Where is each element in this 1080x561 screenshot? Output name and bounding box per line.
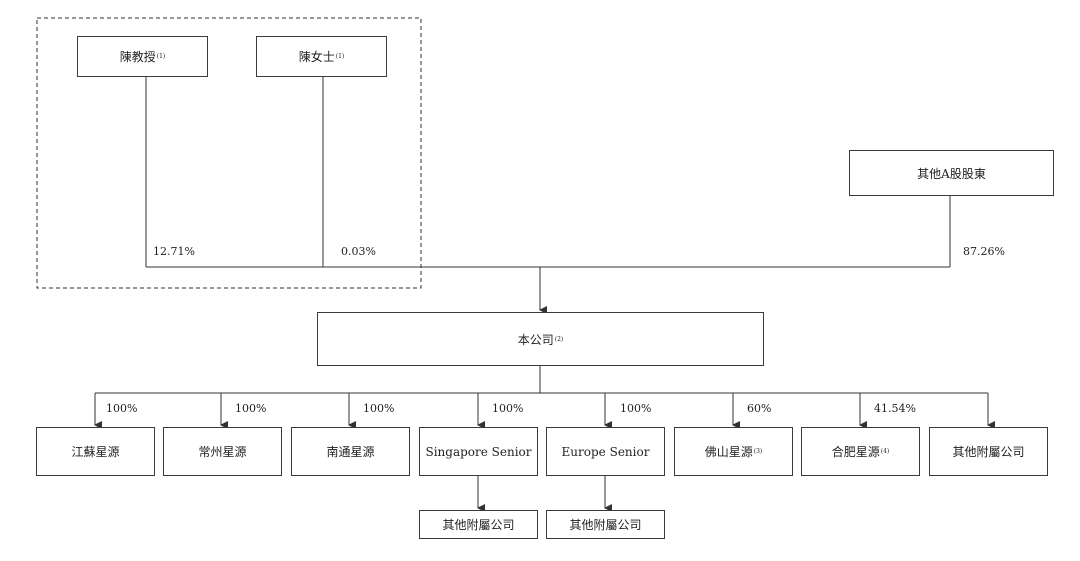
subsidiary-label: Singapore Senior <box>425 444 532 459</box>
ms-chen-pct: 0.03% <box>341 245 376 258</box>
ms-chen-note: (1) <box>335 53 345 60</box>
sub-subsidiary-box: 其他附屬公司 <box>419 510 538 539</box>
subsidiary-pct: 100% <box>363 402 395 415</box>
subsidiary-note: (4) <box>880 448 890 455</box>
subsidiary-box: 南通星源 <box>291 427 410 476</box>
subsidiary-label: 佛山星源 <box>704 445 753 459</box>
subsidiary-label: 常州星源 <box>198 445 247 459</box>
subsidiary-label: Europe Senior <box>561 444 650 459</box>
subsidiary-label: 江蘇星源 <box>71 445 120 459</box>
other-pct: 87.26% <box>963 245 1005 258</box>
subsidiary-box: 佛山星源(3) <box>674 427 793 476</box>
company-box: 本公司(2) <box>317 312 764 366</box>
subsidiary-label: 南通星源 <box>326 445 375 459</box>
subsidiary-box: 合肥星源(4) <box>801 427 920 476</box>
subsidiary-pct: 41.54% <box>874 402 916 415</box>
subsidiary-label: 其他附屬公司 <box>952 445 1025 459</box>
subsidiary-pct: 100% <box>492 402 524 415</box>
prof-chen-note: (1) <box>156 53 166 60</box>
ms-chen-box: 陳女士(1) <box>256 36 387 77</box>
subsidiary-box: 江蘇星源 <box>36 427 155 476</box>
other-a-shareholders-box: 其他A股股東 <box>849 150 1054 196</box>
company-note: (2) <box>554 335 564 343</box>
prof-chen-pct: 12.71% <box>153 245 195 258</box>
prof-chen-box: 陳教授(1) <box>77 36 208 77</box>
subsidiary-box: 常州星源 <box>163 427 282 476</box>
chen-family-group <box>36 17 422 289</box>
prof-chen-label: 陳教授 <box>119 50 156 64</box>
subsidiary-pct: 100% <box>235 402 267 415</box>
subsidiary-box: Singapore Senior <box>419 427 538 476</box>
sub-subsidiary-label: 其他附屬公司 <box>442 518 515 532</box>
subsidiary-note: (3) <box>753 448 763 455</box>
ms-chen-label: 陳女士 <box>298 50 335 64</box>
subsidiary-box: Europe Senior <box>546 427 665 476</box>
sub-subsidiary-box: 其他附屬公司 <box>546 510 665 539</box>
subsidiary-pct: 100% <box>620 402 652 415</box>
subsidiary-box: 其他附屬公司 <box>929 427 1048 476</box>
sub-subsidiary-label: 其他附屬公司 <box>569 518 642 532</box>
subsidiary-pct: 100% <box>106 402 138 415</box>
other-a-shareholders-label: 其他A股股東 <box>917 166 986 181</box>
company-label: 本公司 <box>517 332 554 347</box>
subsidiary-pct: 60% <box>747 402 772 415</box>
subsidiary-label: 合肥星源 <box>831 445 880 459</box>
